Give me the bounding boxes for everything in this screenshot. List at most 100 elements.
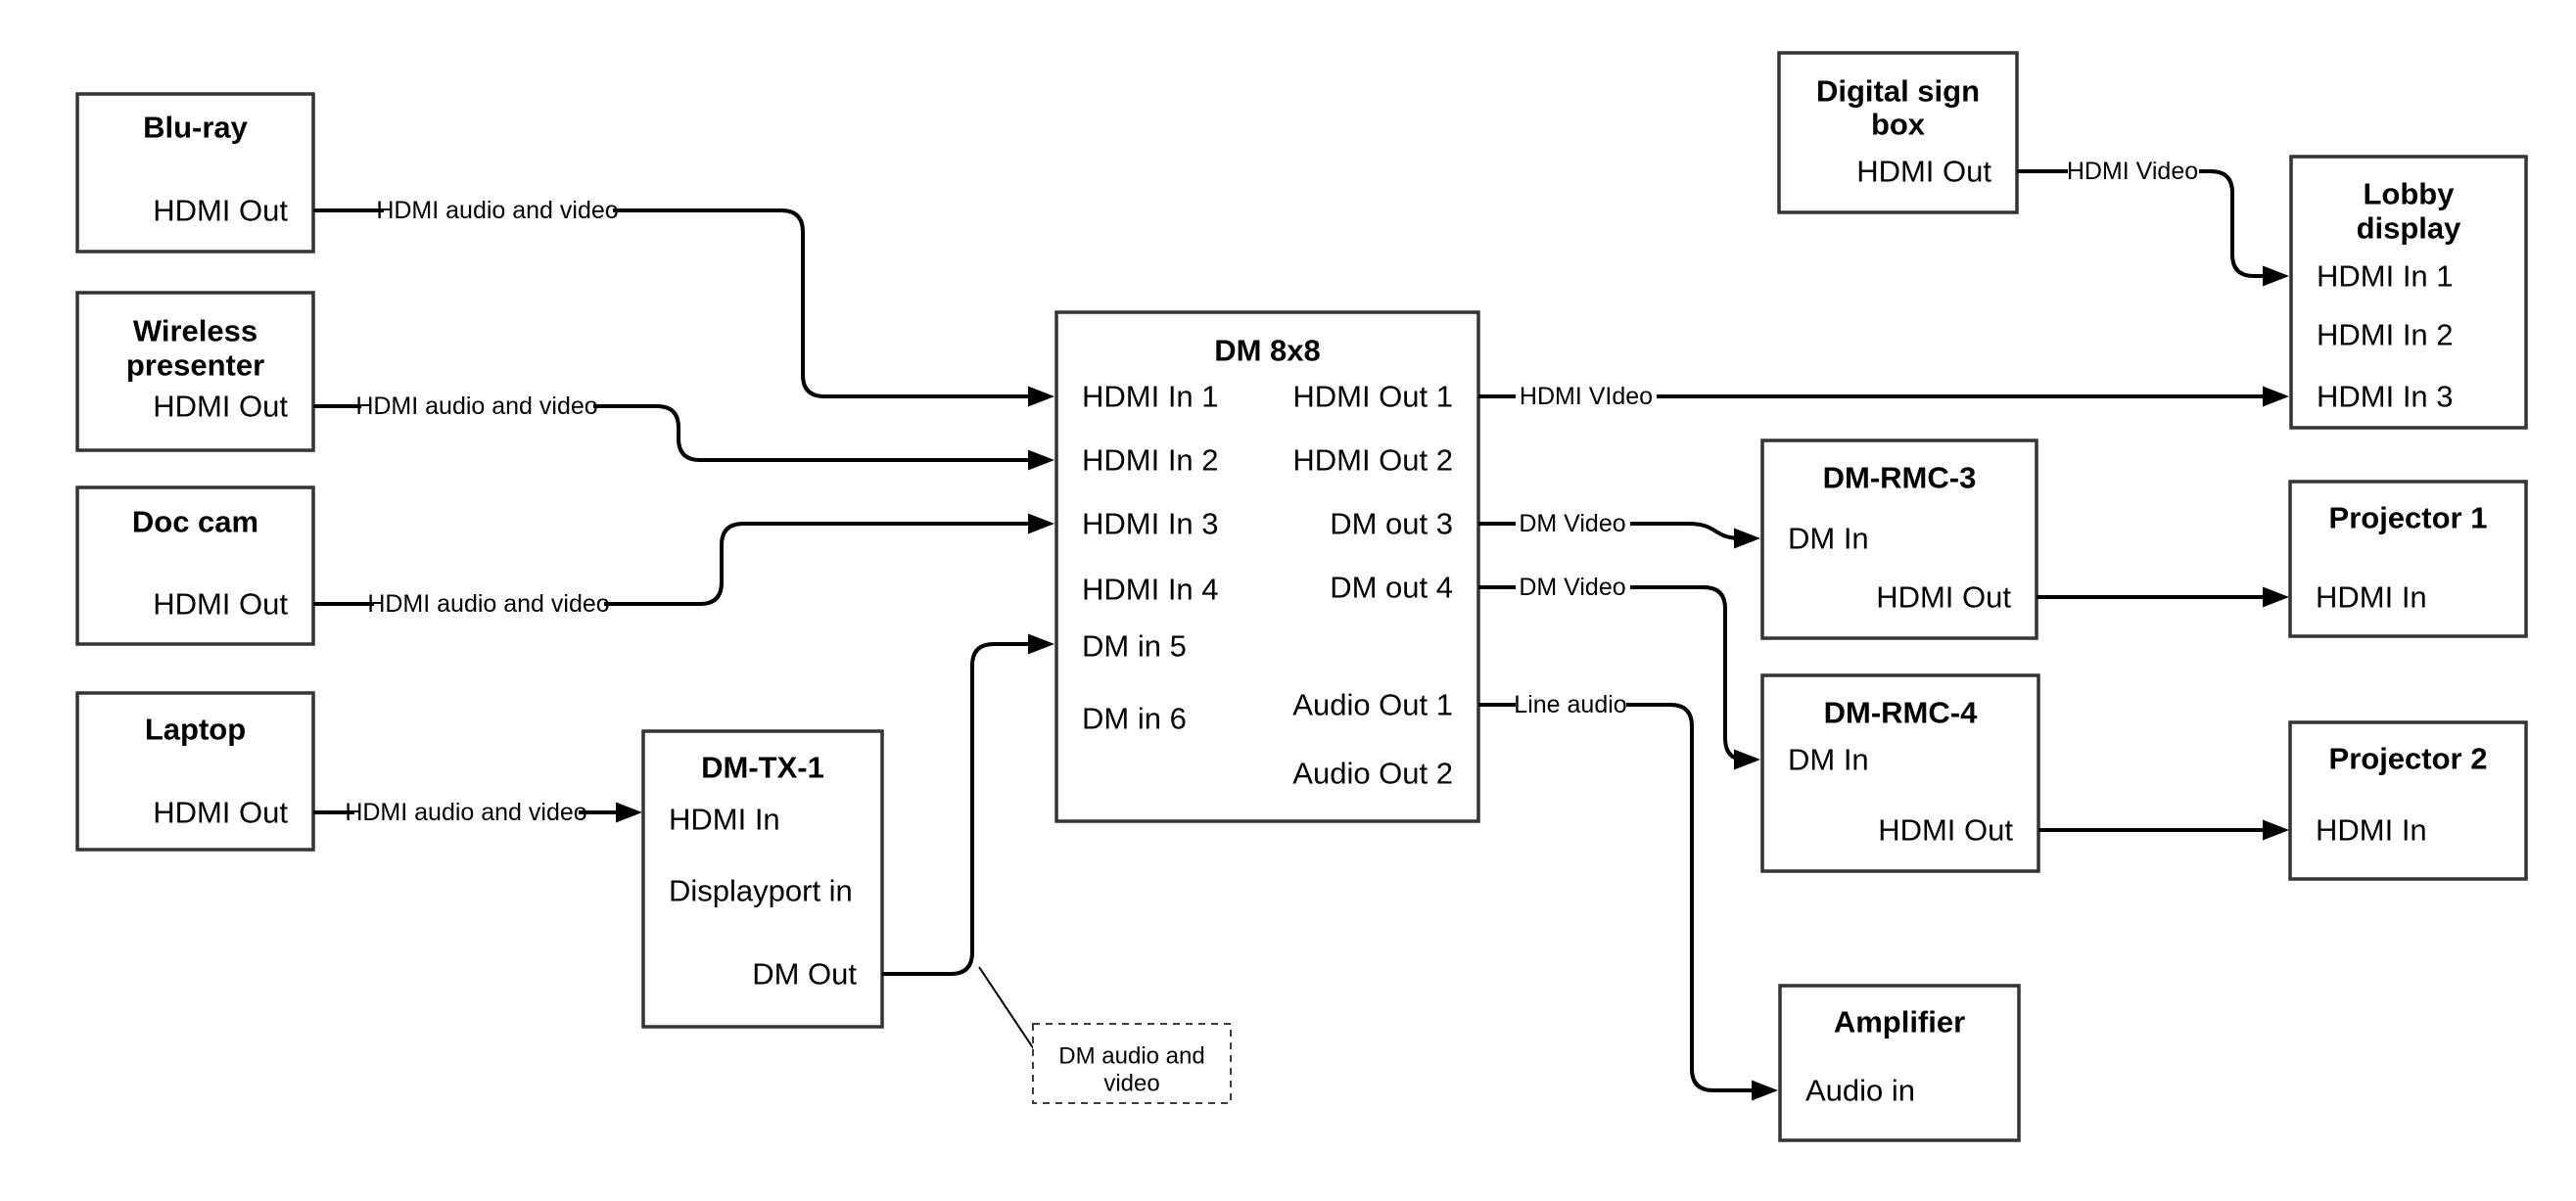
node-blu-ray-outline [75, 92, 315, 254]
node-projector-1-outline [2288, 480, 2528, 638]
node-dm-rmc-3-title: DM-RMC-3 [1823, 461, 1977, 495]
port-lobby-display-hdmi-in-3: HDMI In 3 [2317, 380, 2454, 414]
arrowhead-icon [2263, 386, 2289, 407]
connector-dm-out-3-to-rmc3: DM Video [1478, 510, 1760, 549]
port-dm-8x8-hdmi-out-1: HDMI Out 1 [1292, 380, 1453, 414]
port-dm-8x8-audio-out-2: Audio Out 2 [1292, 757, 1453, 791]
arrowhead-icon [1028, 633, 1054, 655]
arrowhead-icon [2263, 819, 2289, 841]
connector-line [1626, 703, 1760, 1092]
port-dm-rmc-3-hdmi-out: HDMI Out [1876, 580, 2011, 615]
port-dm-8x8-dm-in-5: DM in 5 [1082, 629, 1187, 664]
port-dm-8x8-audio-out-1: Audio Out 1 [1292, 688, 1453, 722]
connector-label-digisign-to-lobby-in-1: HDMI Video [2067, 158, 2198, 185]
node-lobby-display-outline [2289, 155, 2528, 430]
port-projector-2-hdmi-in: HDMI In [2316, 813, 2427, 848]
node-dm-tx-1-outline [641, 729, 884, 1029]
connector-digisign-to-lobby-in-1: HDMI Video [2017, 158, 2289, 287]
port-dm-rmc-4-hdmi-out: HDMI Out [1878, 813, 2013, 848]
connector-laptop-to-dmtx-hdmi-in: HDMI audio and video [313, 799, 642, 826]
node-projector-2-title: Projector 2 [2329, 742, 2488, 776]
connector-label-bluray-to-hdmi-in-1: HDMI audio and video [376, 197, 618, 224]
connector-bluray-to-hdmi-in-1: HDMI audio and video [313, 197, 1054, 407]
connector-label-dm-out-4-to-rmc4: DM Video [1519, 574, 1625, 601]
port-dm-8x8-dm-out-3: DM out 3 [1330, 507, 1453, 541]
node-amplifier-outline [1778, 984, 2021, 1142]
node-dm-rmc-4: DM-RMC-4 DM In HDMI Out [1760, 673, 2040, 873]
port-dm-tx-1-hdmi-in: HDMI In [669, 803, 780, 837]
node-lobby-display-title: display [2357, 211, 2462, 246]
node-laptop-title: Laptop [145, 713, 246, 747]
node-blu-ray-title: Blu-ray [143, 111, 249, 145]
arrowhead-icon [1028, 449, 1054, 471]
port-dm-8x8-hdmi-in-3: HDMI In 3 [1082, 507, 1219, 541]
connector-label-laptop-to-dmtx-hdmi-in: HDMI audio and video [345, 799, 586, 826]
node-projector-2: Projector 2 HDMI In [2288, 720, 2528, 881]
node-dm-rmc-4-title: DM-RMC-4 [1824, 696, 1978, 730]
node-lobby-display-title: Lobby [2364, 177, 2456, 211]
node-dm-8x8-title: DM 8x8 [1214, 334, 1321, 368]
connector-line [1630, 522, 1743, 540]
port-dm-8x8-hdmi-in-1: HDMI In 1 [1082, 380, 1219, 414]
annotation-text: video [1103, 1071, 1159, 1097]
connector-label-doccam-to-hdmi-in-3: HDMI audio and video [367, 590, 609, 618]
connector-line [1630, 585, 1746, 762]
node-projector-1: Projector 1 HDMI In [2288, 480, 2528, 638]
annotation-leader-line [978, 966, 1035, 1050]
arrowhead-icon [1752, 1080, 1778, 1101]
node-amplifier-title: Amplifier [1834, 1005, 1965, 1039]
port-blu-ray-hdmi-out: HDMI Out [153, 194, 288, 228]
arrowhead-icon [1734, 749, 1760, 770]
node-projector-2-outline [2288, 720, 2528, 881]
connector-hdmi-out-1-to-lobby-in-3: HDMI VIdeo [1478, 383, 2289, 410]
port-doc-cam-hdmi-out: HDMI Out [153, 587, 288, 622]
connector-line [2199, 169, 2273, 278]
node-digital-sign-box-title: box [1871, 108, 1926, 142]
port-dm-rmc-3-dm-in: DM In [1788, 522, 1869, 556]
port-lobby-display-hdmi-in-1: HDMI In 1 [2317, 259, 2454, 294]
connector-line [604, 522, 1040, 606]
arrowhead-icon [2263, 265, 2289, 287]
connector-doccam-to-hdmi-in-3: HDMI audio and video [313, 513, 1054, 618]
port-digital-sign-box-hdmi-out: HDMI Out [1856, 155, 1991, 189]
annotation-box [1032, 1023, 1232, 1104]
connector-rmc4-to-projector-2 [2038, 819, 2289, 841]
arrowhead-icon [1028, 513, 1054, 534]
node-wireless-presenter-title: presenter [126, 348, 264, 383]
port-dm-rmc-4-dm-in: DM In [1788, 743, 1869, 777]
port-dm-8x8-hdmi-in-2: HDMI In 2 [1082, 443, 1219, 478]
port-laptop-hdmi-out: HDMI Out [153, 796, 288, 830]
port-wireless-presenter-hdmi-out: HDMI Out [153, 390, 288, 424]
connector-line [613, 208, 1040, 398]
node-dm-tx-1-title: DM-TX-1 [701, 751, 824, 785]
node-dm-8x8-outline [1054, 310, 1480, 823]
node-digital-sign-box-outline [1777, 51, 2019, 214]
port-dm-tx-1-dm-out: DM Out [752, 957, 857, 992]
port-dm-8x8-hdmi-in-4: HDMI In 4 [1082, 573, 1219, 607]
connector-label-dm-out-3-to-rmc3: DM Video [1519, 510, 1625, 537]
connector-dmtx-dmout-to-dm-in-5 [882, 633, 1054, 976]
port-dm-8x8-dm-out-4: DM out 4 [1330, 571, 1453, 605]
arrowhead-icon [1028, 386, 1054, 407]
connector-audio-out-1-to-amplifier: Line audio [1478, 691, 1778, 1101]
node-digital-sign-box-title: Digital sign [1816, 74, 1980, 109]
node-wireless-presenter-title: Wireless [133, 314, 258, 348]
port-dm-tx-1-displayport-in: Displayport in [669, 874, 853, 908]
connector-label-audio-out-1-to-amplifier: Line audio [1514, 691, 1626, 718]
connector-rmc3-to-projector-1 [2037, 586, 2289, 608]
connector-wireless-to-hdmi-in-2: HDMI audio and video [313, 393, 1054, 471]
node-wireless-presenter-outline [75, 291, 315, 452]
node-projector-1-title: Projector 1 [2329, 501, 2488, 535]
port-amplifier-audio-in: Audio in [1805, 1074, 1915, 1108]
arrowhead-icon [2263, 586, 2289, 608]
port-projector-1-hdmi-in: HDMI In [2316, 580, 2427, 615]
node-dm-rmc-4-outline [1760, 673, 2040, 873]
